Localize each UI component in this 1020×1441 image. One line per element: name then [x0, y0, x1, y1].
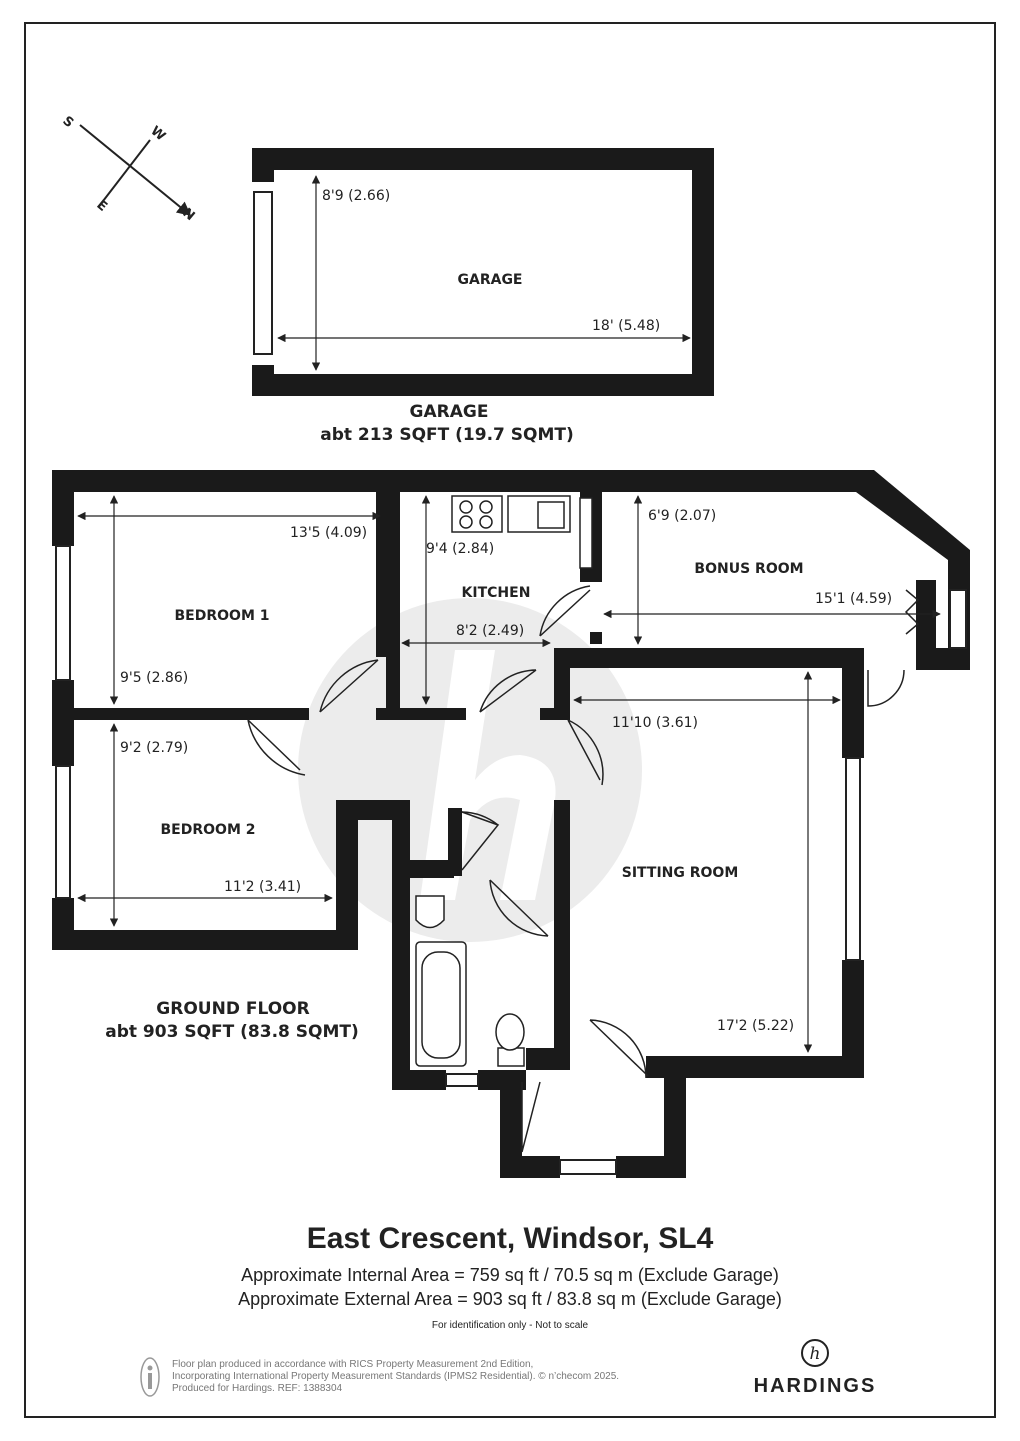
page-frame: [24, 22, 996, 1418]
external-area: Approximate External Area = 903 sq ft / …: [238, 1289, 782, 1309]
dimension-lines: [77, 495, 941, 1053]
bedroom2-label: BEDROOM 2: [161, 822, 256, 838]
compass-rose: S W E N: [59, 114, 197, 224]
brand-name: HARDINGS: [753, 1375, 877, 1397]
bonus-depth-dim: 6'9 (2.07): [648, 508, 716, 524]
bathroom-fixtures: [415, 895, 525, 1067]
bedroom1-width-dim: 13'5 (4.09): [290, 525, 367, 541]
compass-south: S: [59, 114, 76, 132]
legal-block: Floor plan produced in accordance with R…: [140, 1357, 619, 1397]
bedroom1-label: BEDROOM 1: [175, 608, 270, 624]
ground-floor-title: GROUND FLOOR: [156, 999, 309, 1019]
kitchen-label: KITCHEN: [462, 585, 531, 601]
disclaimer: For identification only - Not to scale: [431, 1320, 589, 1331]
kitchen-width-dim: 8'2 (2.49): [456, 623, 524, 639]
legal-line: Floor plan produced in accordance with R…: [172, 1359, 534, 1370]
garage-length-dim: 18' (5.48): [592, 318, 660, 334]
legal-text: Floor plan produced in accordance with R…: [172, 1359, 619, 1395]
windows: [55, 545, 967, 1175]
ground-floor-walls: [52, 470, 970, 1178]
brand-mark-icon: h: [801, 1339, 829, 1367]
hardings-logo: h HARDINGS: [745, 1338, 885, 1398]
brand-mark-letter: h: [810, 1344, 821, 1364]
bedroom1-depth-dim: 9'5 (2.86): [120, 670, 188, 686]
garage-area: abt 213 SQFT (19.7 SQMT): [320, 425, 574, 445]
internal-area: Approximate Internal Area = 759 sq ft / …: [241, 1265, 779, 1285]
garage-width-dim: 8'9 (2.66): [322, 188, 390, 204]
sitting-depth-dim: 17'2 (5.22): [717, 1018, 794, 1034]
ground-floor-area: abt 903 SQFT (83.8 SQMT): [105, 1022, 359, 1042]
bedroom2-depth-dim: 9'2 (2.79): [120, 740, 188, 756]
bonus-room-label: BONUS ROOM: [694, 561, 803, 577]
garage-plan: 8'9 (2.66) 18' (5.48) GARAGE: [252, 148, 714, 396]
garage-room-label: GARAGE: [458, 272, 523, 288]
sitting-room-label: SITTING ROOM: [622, 865, 739, 881]
kitchen-fixtures: [451, 495, 593, 569]
property-address: East Crescent, Windsor, SL4: [306, 1222, 714, 1255]
garage-title: GARAGE: [410, 402, 489, 422]
bedroom2-width-dim: 11'2 (3.41): [224, 879, 301, 895]
legal-line: Incorporating International Property Mea…: [172, 1371, 620, 1382]
info-icon: [140, 1357, 160, 1397]
footer: East Crescent, Windsor, SL4 Approximate …: [0, 1222, 1020, 1331]
compass-west: W: [147, 124, 168, 145]
bonus-width-dim: 15'1 (4.59): [815, 591, 892, 607]
legal-line: Produced for Hardings. REF: 1388304: [172, 1383, 343, 1394]
doors: [247, 585, 920, 1153]
sitting-width-dim: 11'10 (3.61): [612, 715, 698, 731]
compass-east: E: [93, 198, 109, 215]
kitchen-depth-dim: 9'4 (2.84): [426, 541, 494, 557]
